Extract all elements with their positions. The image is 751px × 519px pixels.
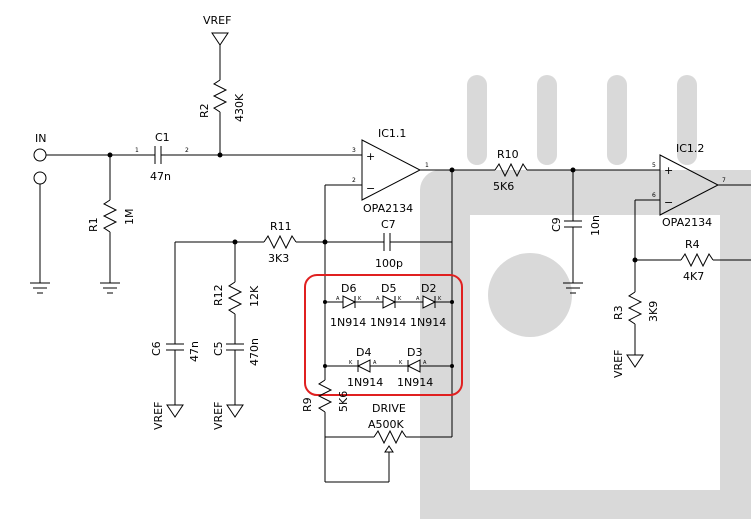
svg-text:47n: 47n [150, 170, 171, 183]
svg-text:C7: C7 [381, 218, 396, 231]
opamp-ic1-1: + − IC1.1 OPA2134 3 2 1 [352, 127, 429, 215]
svg-text:A: A [376, 296, 380, 302]
svg-text:1N914: 1N914 [347, 376, 383, 389]
highlight-box [304, 274, 463, 396]
svg-text:OPA2134: OPA2134 [363, 202, 413, 215]
capacitor-c7: C7 100p [375, 218, 403, 270]
opamp-ic1-2: + − IC1.2 OPA2134 5 6 7 [652, 142, 726, 229]
diode-d2: D2 1N914 A K [410, 282, 446, 329]
svg-text:D2: D2 [421, 282, 436, 295]
svg-text:470n: 470n [248, 338, 261, 366]
svg-text:R3: R3 [612, 305, 625, 320]
svg-text:D3: D3 [407, 346, 422, 359]
svg-text:2: 2 [185, 147, 189, 154]
diode-clipper-block: D6 1N914 A K D5 1N914 A K D2 1N914 A K D… [323, 282, 454, 389]
svg-text:K: K [438, 296, 442, 302]
svg-text:C6: C6 [150, 341, 163, 356]
svg-text:1N914: 1N914 [370, 316, 406, 329]
svg-text:C1: C1 [155, 131, 170, 144]
svg-text:1M: 1M [123, 209, 136, 226]
resistor-r9: R9 5K6 [301, 379, 350, 482]
svg-text:C9: C9 [550, 217, 563, 232]
svg-text:100p: 100p [375, 257, 403, 270]
svg-text:C5: C5 [212, 341, 225, 356]
svg-text:1N914: 1N914 [330, 316, 366, 329]
svg-text:K: K [358, 296, 362, 302]
svg-text:5: 5 [652, 162, 656, 169]
svg-text:3: 3 [352, 147, 356, 154]
svg-text:D4: D4 [356, 346, 371, 359]
svg-text:6: 6 [652, 192, 656, 199]
svg-text:D5: D5 [381, 282, 396, 295]
svg-text:D6: D6 [341, 282, 356, 295]
svg-text:OPA2134: OPA2134 [662, 216, 712, 229]
svg-text:R4: R4 [685, 238, 700, 251]
in-label: IN [35, 132, 46, 145]
diode-d4: D4 1N914 K A [347, 346, 383, 389]
diode-d6: D6 1N914 A K [330, 282, 366, 329]
svg-text:K: K [399, 360, 403, 366]
svg-text:4K7: 4K7 [683, 270, 704, 283]
capacitor-c6: C6 47n VREF [150, 242, 201, 430]
resistor-r2: R2 430K [198, 79, 246, 155]
resistor-r12: R12 12K [212, 242, 261, 344]
capacitor-c9: C9 10n [550, 170, 602, 294]
potentiometer-drive[interactable]: DRIVE A500K [325, 402, 452, 483]
svg-text:1N914: 1N914 [397, 376, 433, 389]
diode-d5: D5 1N914 A K [370, 282, 406, 329]
resistor-r1: R1 1M [87, 155, 136, 294]
svg-text:−: − [366, 182, 375, 195]
svg-text:+: + [366, 150, 375, 163]
svg-text:5K6: 5K6 [337, 391, 350, 412]
svg-text:A500K: A500K [368, 418, 405, 431]
svg-text:A: A [373, 360, 377, 366]
svg-text:3K9: 3K9 [647, 301, 660, 322]
resistor-r3: R3 3K9 VREF [612, 291, 660, 378]
watermark-logo [420, 75, 751, 519]
resistor-r10: R10 5K6 [493, 148, 528, 193]
svg-text:A: A [336, 296, 340, 302]
capacitor-c5: C5 470n VREF [212, 338, 261, 430]
svg-text:DRIVE: DRIVE [372, 402, 406, 415]
svg-text:+: + [664, 164, 673, 177]
svg-text:R9: R9 [301, 397, 314, 412]
svg-text:430K: 430K [233, 93, 246, 122]
svg-text:1N914: 1N914 [410, 316, 446, 329]
svg-text:R1: R1 [87, 217, 100, 232]
svg-text:R11: R11 [270, 220, 292, 233]
svg-text:A: A [423, 360, 427, 366]
svg-text:12K: 12K [248, 285, 261, 307]
svg-text:1: 1 [425, 162, 429, 169]
svg-text:VREF: VREF [212, 402, 225, 430]
svg-text:7: 7 [722, 177, 726, 184]
svg-text:K: K [398, 296, 402, 302]
svg-text:1: 1 [135, 147, 139, 154]
svg-text:IC1.2: IC1.2 [676, 142, 704, 155]
resistor-r4: R4 4K7 [635, 238, 751, 283]
svg-text:5K6: 5K6 [493, 180, 514, 193]
svg-text:VREF: VREF [152, 402, 165, 430]
svg-text:VREF: VREF [203, 14, 231, 27]
svg-text:2: 2 [352, 177, 356, 184]
svg-text:R10: R10 [497, 148, 519, 161]
svg-text:47n: 47n [188, 341, 201, 362]
svg-text:IC1.1: IC1.1 [378, 127, 406, 140]
svg-text:−: − [664, 196, 673, 209]
svg-text:3K3: 3K3 [268, 252, 289, 265]
input-jack: IN [30, 132, 50, 294]
svg-text:VREF: VREF [612, 350, 625, 378]
capacitor-c1: C1 47n 1 2 [135, 131, 189, 183]
svg-text:10n: 10n [589, 215, 602, 236]
diode-d3: D3 1N914 K A [397, 346, 433, 389]
svg-text:K: K [349, 360, 353, 366]
svg-text:R12: R12 [212, 284, 225, 306]
svg-text:A: A [416, 296, 420, 302]
svg-text:R2: R2 [198, 103, 211, 118]
resistor-r11: R11 3K3 [263, 220, 297, 265]
vref-top: VREF [203, 14, 231, 80]
